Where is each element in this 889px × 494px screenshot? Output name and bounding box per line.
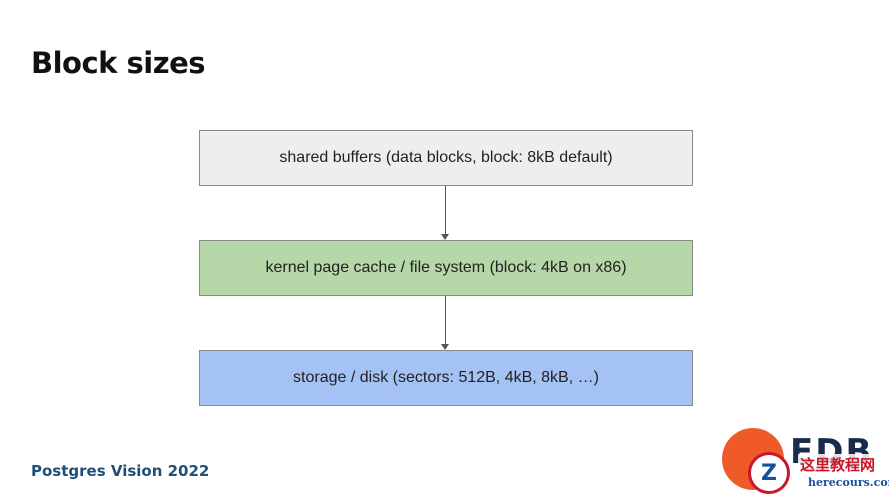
- connector-line-2: [445, 296, 446, 344]
- shared-buffers-label: shared buffers (data blocks, block: 8kB …: [279, 149, 613, 166]
- watermark-badge-icon: Z: [748, 452, 790, 494]
- watermark-cn-text: 这里教程网: [798, 454, 878, 475]
- shared-buffers-box: shared buffers (data blocks, block: 8kB …: [199, 130, 693, 186]
- storage-disk-label: storage / disk (sectors: 512B, 4kB, 8kB,…: [293, 369, 599, 386]
- watermark-glyph: Z: [761, 460, 777, 486]
- kernel-page-cache-box: kernel page cache / file system (block: …: [199, 240, 693, 296]
- arrow-down-icon: [441, 234, 449, 240]
- connector-line-1: [445, 186, 446, 234]
- slide-title: Block sizes: [31, 46, 206, 80]
- footer-conference: Postgres Vision 2022: [31, 462, 210, 480]
- kernel-page-cache-label: kernel page cache / file system (block: …: [265, 259, 627, 276]
- arrow-down-icon: [441, 344, 449, 350]
- storage-disk-box: storage / disk (sectors: 512B, 4kB, 8kB,…: [199, 350, 693, 406]
- watermark-url-text: herecours.com: [806, 476, 889, 489]
